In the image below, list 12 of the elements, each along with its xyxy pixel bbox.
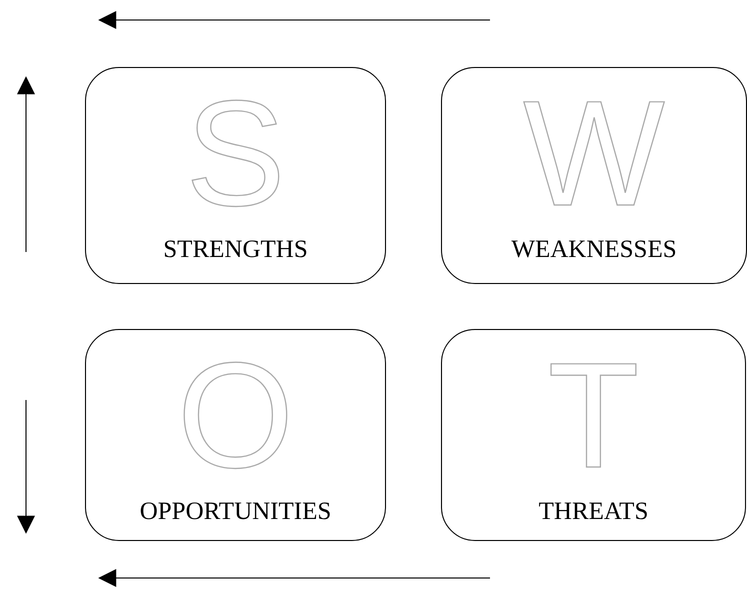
box-label: THREATS [538, 498, 650, 526]
large-letter: W [523, 78, 665, 228]
large-letter: S [185, 78, 286, 228]
box-label: WEAKNESSES [510, 236, 678, 264]
box-label: STRENGTHS [162, 236, 309, 264]
rounded-box [85, 329, 386, 541]
large-letter: O [177, 340, 294, 490]
rounded-box [441, 67, 747, 284]
box-label: OPPORTUNITIES [138, 498, 332, 526]
large-letter: T [548, 340, 640, 490]
rounded-box [85, 67, 386, 284]
rounded-box [441, 329, 746, 541]
